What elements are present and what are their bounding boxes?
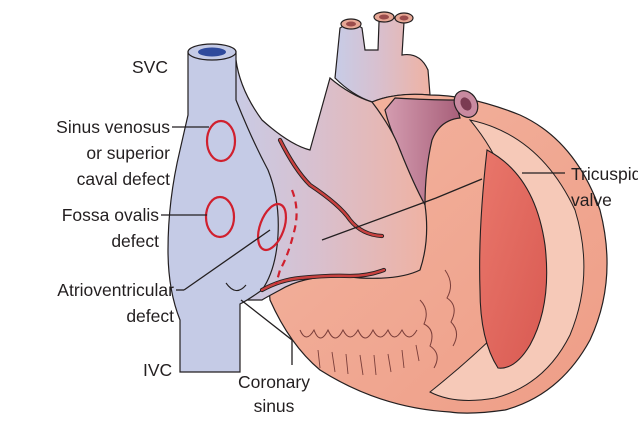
label-sinus-venosus-line3: caval defect [77,169,171,189]
label-coronary-sinus-line1: Coronary [238,372,310,392]
label-coronary-sinus-line2: sinus [254,396,295,416]
label-fossa-ovalis-line2: defect [111,231,159,251]
great-vessels [335,12,430,102]
label-sinus-venosus-line1: Sinus venosus [56,117,170,137]
label-ivc: IVC [143,360,172,380]
label-atrioventricular-line1: Atrioventricular [57,280,174,300]
label-svc: SVC [132,57,168,77]
label-atrioventricular-line2: defect [126,306,174,326]
vena-cava-column [168,44,278,372]
label-sinus-venosus-line2: or superior [86,143,170,163]
label-tricuspid-valve-line2: valve [571,190,612,210]
label-fossa-ovalis-line1: Fossa ovalis [62,205,160,225]
label-tricuspid-valve-line1: Tricuspid [571,164,638,184]
